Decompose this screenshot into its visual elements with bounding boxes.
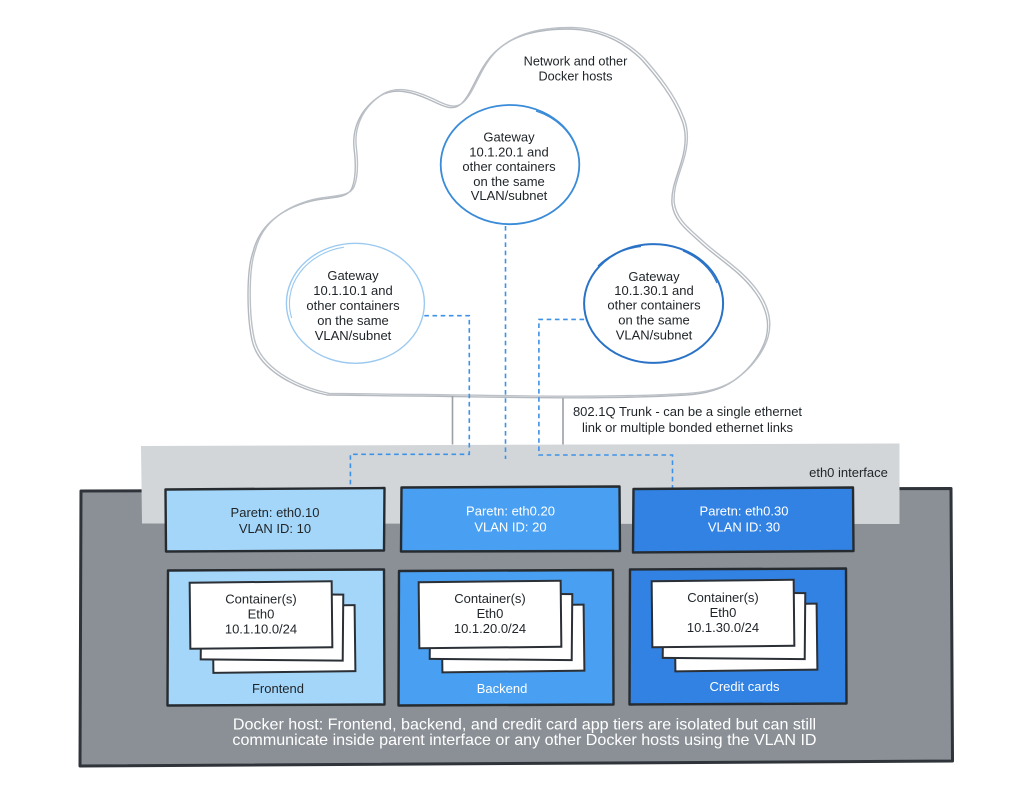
svg-text:Gateway: Gateway bbox=[483, 130, 535, 145]
svg-text:Paretn: eth0.10: Paretn: eth0.10 bbox=[231, 505, 320, 520]
svg-text:Backend: Backend bbox=[477, 681, 528, 696]
svg-text:Paretn: eth0.20: Paretn: eth0.20 bbox=[466, 504, 555, 519]
svg-text:10.1.20.1 and: 10.1.20.1 and bbox=[469, 145, 549, 160]
svg-text:VLAN ID: 20: VLAN ID: 20 bbox=[474, 520, 546, 535]
svg-text:VLAN/subnet: VLAN/subnet bbox=[315, 328, 392, 343]
svg-text:VLAN/subnet: VLAN/subnet bbox=[616, 328, 693, 343]
svg-text:Container(s): Container(s) bbox=[687, 590, 759, 605]
svg-text:VLAN ID: 30: VLAN ID: 30 bbox=[708, 520, 780, 535]
svg-text:on the same: on the same bbox=[618, 313, 690, 328]
svg-text:other containers: other containers bbox=[607, 298, 701, 313]
svg-text:Network and other: Network and other bbox=[524, 55, 628, 69]
svg-text:link or multiple bonded ethern: link or multiple bonded ethernet links bbox=[582, 420, 794, 435]
svg-text:other containers: other containers bbox=[306, 298, 400, 313]
svg-text:Gateway: Gateway bbox=[628, 269, 680, 284]
svg-text:on the same: on the same bbox=[473, 174, 545, 189]
svg-text:10.1.10.1 and: 10.1.10.1 and bbox=[313, 283, 393, 298]
svg-text:on the same: on the same bbox=[317, 313, 389, 328]
svg-text:Docker host: Frontend, backend: Docker host: Frontend, backend, and cred… bbox=[233, 716, 816, 734]
svg-text:802.1Q Trunk - can be a single: 802.1Q Trunk - can be a single ethernet bbox=[573, 404, 802, 419]
svg-text:VLAN/subnet: VLAN/subnet bbox=[471, 188, 548, 203]
svg-text:Frontend: Frontend bbox=[252, 681, 304, 696]
svg-text:10.1.20.0/24: 10.1.20.0/24 bbox=[454, 621, 526, 636]
svg-text:10.1.10.0/24: 10.1.10.0/24 bbox=[225, 622, 297, 637]
svg-text:Eth0: Eth0 bbox=[248, 607, 275, 622]
svg-text:Container(s): Container(s) bbox=[454, 591, 526, 606]
svg-text:other containers: other containers bbox=[462, 159, 556, 174]
svg-text:Credit cards: Credit cards bbox=[709, 679, 780, 694]
svg-text:VLAN ID: 10: VLAN ID: 10 bbox=[239, 521, 311, 536]
svg-text:eth0 interface: eth0 interface bbox=[809, 465, 888, 480]
svg-text:Container(s): Container(s) bbox=[225, 592, 297, 607]
svg-text:Paretn: eth0.30: Paretn: eth0.30 bbox=[700, 504, 789, 519]
svg-text:Eth0: Eth0 bbox=[477, 606, 504, 621]
svg-text:Eth0: Eth0 bbox=[710, 605, 737, 620]
svg-text:Gateway: Gateway bbox=[327, 268, 379, 283]
svg-text:communicate inside parent inte: communicate inside parent interface or a… bbox=[232, 731, 816, 749]
svg-text:10.1.30.1 and: 10.1.30.1 and bbox=[614, 283, 694, 298]
svg-text:Docker hosts: Docker hosts bbox=[538, 70, 612, 84]
svg-text:10.1.30.0/24: 10.1.30.0/24 bbox=[687, 620, 759, 635]
